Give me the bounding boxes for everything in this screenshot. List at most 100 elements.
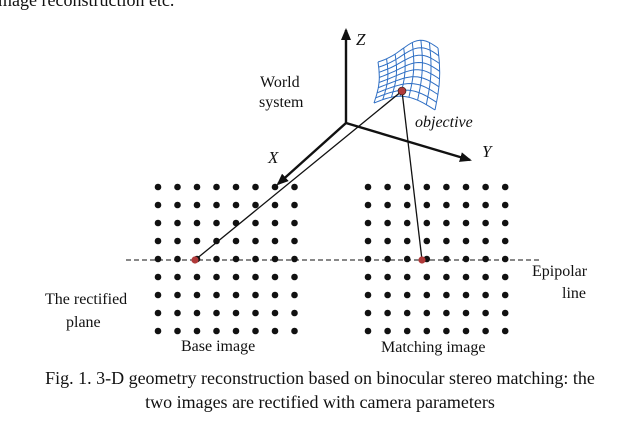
matching-grid-dot — [423, 273, 431, 281]
base-grid-dot — [193, 327, 201, 335]
base-grid-dot — [193, 273, 201, 281]
matching-grid-dot — [423, 291, 431, 299]
matching-grid-dot — [462, 291, 470, 299]
matching-grid-dot — [482, 237, 489, 245]
surface-mesh-column — [373, 61, 380, 104]
base-grid-dot — [252, 309, 259, 317]
surface-mesh-column — [425, 42, 432, 105]
base-grid-dot — [291, 291, 298, 299]
base-grid-dot — [213, 183, 220, 191]
base-grid-dot — [271, 309, 279, 317]
matching-grid-dot — [403, 237, 411, 245]
surface-mesh-column — [434, 47, 441, 111]
matching-grid-dot — [462, 273, 470, 281]
world-label-line2: system — [259, 94, 304, 111]
base-grid-dot — [213, 327, 220, 335]
matching-grid-dot — [423, 237, 431, 245]
matching-grid-dot — [501, 219, 509, 227]
matching-grid-dot — [462, 201, 470, 209]
base-grid-dot — [271, 255, 279, 263]
base-grid-dot — [232, 309, 240, 317]
matching-grid-dot — [462, 327, 470, 335]
matching-grid-dot — [403, 219, 411, 227]
surface-mesh-column — [417, 40, 423, 101]
matching-grid-dot — [501, 255, 509, 263]
matching-image-point — [418, 256, 426, 264]
base-grid-dot — [213, 201, 220, 209]
matching-grid-dot — [443, 237, 450, 245]
base-grid-dot — [154, 255, 162, 263]
base-grid-dot — [232, 255, 240, 263]
matching-grid-dot — [443, 201, 450, 209]
base-grid-dot — [271, 219, 279, 227]
base-grid-dot — [232, 201, 240, 209]
matching-image-label: Matching image — [381, 339, 485, 356]
base-grid-dot — [291, 237, 298, 245]
surface-mesh-row — [378, 76, 440, 89]
matching-grid-dot — [384, 219, 391, 227]
base-grid-dot — [213, 255, 220, 263]
rectified-plane-label-line2: plane — [66, 314, 101, 331]
z-axis-label: Z — [356, 30, 366, 49]
matching-grid-dot — [364, 237, 372, 245]
surface-mesh-column — [382, 58, 389, 100]
base-grid-dot — [154, 273, 162, 281]
base-grid-dot — [213, 237, 220, 245]
surface-mesh-row — [378, 54, 440, 73]
matching-grid-dot — [384, 273, 391, 281]
matching-grid-dot — [462, 183, 470, 191]
surface-mesh-row — [373, 95, 436, 111]
base-grid-dot — [291, 327, 298, 335]
surface-mesh-row — [377, 39, 439, 63]
matching-grid-dot — [403, 291, 411, 299]
base-grid-dot — [213, 291, 220, 299]
base-grid-dot — [193, 201, 201, 209]
base-grid-dot — [174, 291, 181, 299]
base-grid-dot — [252, 237, 259, 245]
caption-line2: two images are rectified with camera par… — [145, 392, 495, 412]
projection-ray-base — [194, 90, 403, 261]
matching-grid-dot — [462, 309, 470, 317]
base-grid-dot — [232, 327, 240, 335]
matching-grid-dot — [384, 255, 391, 263]
base-grid-dot — [213, 273, 220, 281]
y-axis-label: Y — [482, 142, 493, 161]
matching-grid-dot — [443, 255, 450, 263]
base-grid-dot — [271, 291, 279, 299]
matching-grid-dot — [423, 327, 431, 335]
matching-grid-dot — [364, 309, 372, 317]
surface-mesh-column — [408, 42, 415, 98]
base-grid-dot — [193, 309, 201, 317]
base-grid-dot — [252, 291, 259, 299]
matching-grid-dot — [364, 183, 372, 191]
top-text-fragment: mage reconstruction etc. — [0, 0, 174, 10]
base-grid-dot — [154, 183, 162, 191]
matching-grid-dot — [443, 219, 450, 227]
rectified-plane-label-line1: The rectified — [45, 291, 127, 308]
matching-grid-dot — [364, 219, 372, 227]
matching-grid-dot — [482, 219, 489, 227]
matching-grid-dot — [403, 183, 411, 191]
base-grid-dot — [154, 309, 162, 317]
world-label-line1: World — [260, 74, 300, 91]
epipolar-label-line2: line — [562, 285, 586, 302]
matching-grid-dot — [482, 201, 489, 209]
base-grid-dot — [271, 201, 279, 209]
surface-mesh-row — [376, 82, 439, 95]
matching-grid-dot — [423, 183, 431, 191]
base-grid-dot — [252, 183, 259, 191]
base-grid-dot — [213, 309, 220, 317]
matching-grid-dot — [384, 237, 391, 245]
matching-grid-dot — [403, 327, 411, 335]
matching-grid-dot — [443, 291, 450, 299]
base-grid-dot — [213, 219, 220, 227]
matching-grid-dot — [364, 273, 372, 281]
matching-grid-dot — [501, 201, 509, 209]
matching-grid-dot — [501, 237, 509, 245]
base-grid-dot — [232, 237, 240, 245]
matching-grid-dot — [462, 237, 470, 245]
base-grid-dot — [291, 309, 298, 317]
base-grid-dot — [154, 327, 162, 335]
base-grid-dot — [154, 291, 162, 299]
